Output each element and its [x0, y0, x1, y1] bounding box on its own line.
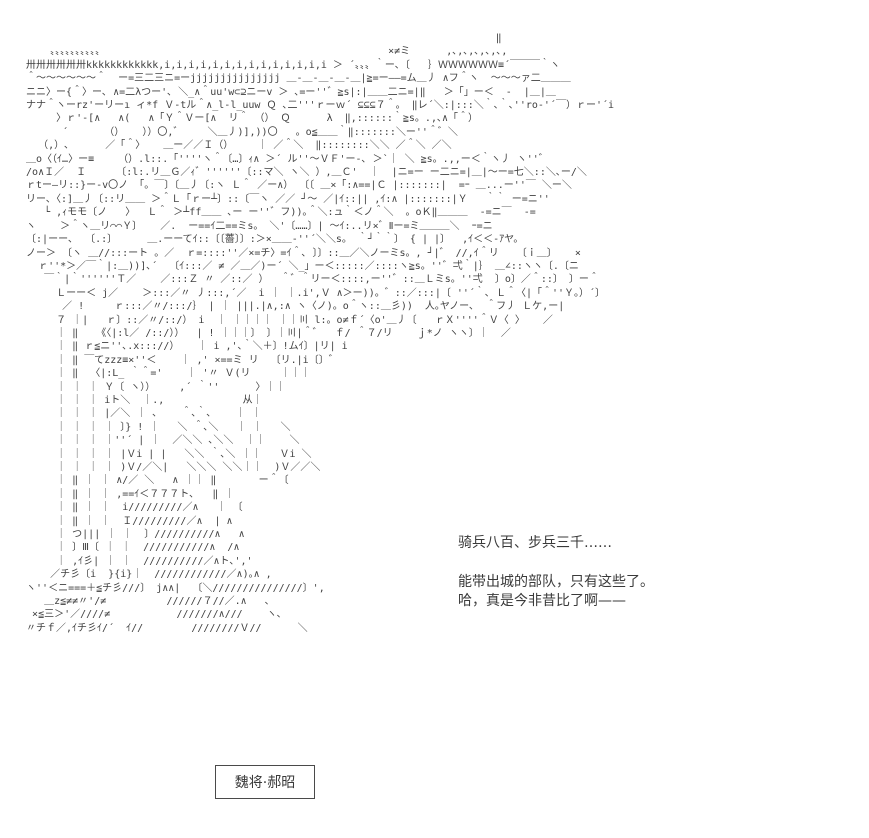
- dialogue-line-3: 哈，真是今非昔比了啊——: [458, 593, 626, 609]
- ascii-art: ‖ 〟〟〟〟〟〟〟〟〟〟 ×≠ミ ,､,､,､,､,､, 卅卅卅卅卅卅kkkkk…: [26, 33, 615, 634]
- dialogue-line-1: 骑兵八百、步兵三千……: [458, 535, 612, 551]
- dialogue-line-2: 能带出城的部队，只有这些了。: [458, 574, 654, 590]
- dialogue-text: 骑兵八百、步兵三千…… 能带出城的部队，只有这些了。 哈，真是今非昔比了啊——: [458, 534, 654, 611]
- character-name-label: 魏将·郝昭: [234, 775, 296, 791]
- dialogue-gap: [458, 553, 654, 573]
- name-box: 魏将·郝昭: [215, 765, 315, 799]
